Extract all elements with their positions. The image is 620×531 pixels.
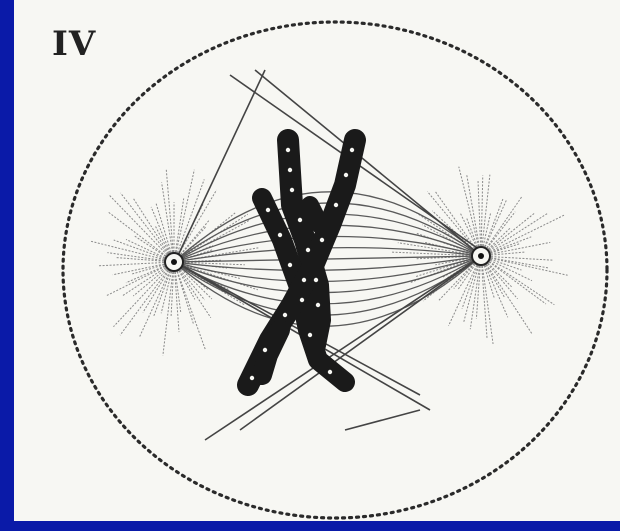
aster-ray [489,213,535,250]
aster-ray [175,272,180,312]
stage-label: IV [52,24,96,64]
aster-ray [171,272,173,317]
right-centrosome-icon [472,247,490,265]
aster-ray [90,241,164,259]
chromosome-bead [308,333,312,337]
aster-ray [140,271,170,337]
aster-ray [120,270,168,335]
aster-ray [143,271,169,313]
aster-ray [175,272,179,332]
aster-ray [490,215,564,251]
aster-ray [491,252,525,255]
aster-ray [163,272,173,356]
aster-ray [478,180,481,246]
aster-ray [462,265,478,308]
aster-ray [483,213,490,246]
aster-ray [482,266,493,344]
chromosome-bead [350,148,354,152]
aster-ray [106,266,165,295]
aster-ray [491,257,553,261]
aster-ray [133,268,166,296]
aster-ray [464,266,479,322]
aster-ray [162,182,173,252]
aster-ray [491,258,568,275]
chromosome-bead [300,298,304,302]
chromosome-bead [298,218,302,222]
chromosome-bead [278,233,282,237]
chromosome-bead [263,348,267,352]
chromosome-bead [266,208,270,212]
aster-ray [126,266,165,283]
chromosome-bead [288,263,292,267]
left-centrosome-icon [165,253,183,271]
aster-ray [180,270,211,317]
aster-ray [166,170,173,252]
chromosome-bead [306,248,310,252]
aster-ray [459,167,479,247]
aster-ray [490,260,532,280]
chromosome-2-arm [310,205,320,225]
aster-ray [109,195,167,255]
chromosome-bead [290,188,294,192]
chromosome-bead [344,173,348,177]
aster-ray [113,269,167,326]
chromosome-bead [316,303,320,307]
chromosome-bead [288,168,292,172]
aster-ray [109,212,166,256]
aster-ray [486,264,532,334]
aster-ray [176,198,184,252]
chromosome-bead [320,238,324,242]
chromosome-bead [250,376,254,380]
chromosome-bead [334,203,338,207]
chromosome-bead [328,370,332,374]
aster-ray [179,190,216,253]
chromosome-bead [283,313,287,317]
aster-ray [481,176,483,246]
aster-ray [151,207,170,253]
chromosome-bead [302,278,306,282]
aster-ray [482,266,487,339]
chromosome-bead [314,278,318,282]
aster-ray [490,237,531,253]
aster-ray [99,263,164,266]
chromosome-bead [286,148,290,152]
